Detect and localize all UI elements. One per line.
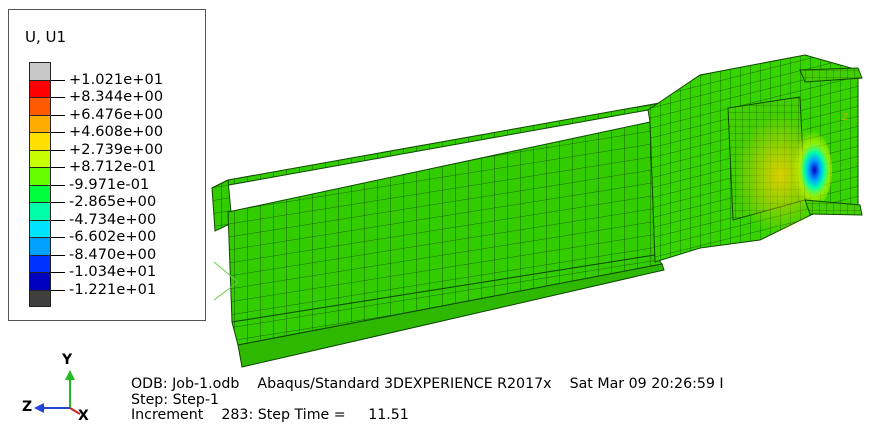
bottom-flange-lip — [237, 263, 665, 368]
legend-value-label: -2.865e+00 — [69, 194, 157, 210]
displacement-hotspot — [788, 130, 832, 210]
legend-tick — [51, 167, 65, 168]
odb-name: ODB: Job-1.odb — [131, 376, 240, 392]
legend-tick — [51, 219, 65, 221]
legend-tick — [51, 114, 65, 116]
legend-value-label: +2.739e+00 — [69, 141, 164, 158]
legend-swatch — [29, 167, 51, 185]
legend-tick — [51, 184, 65, 186]
contour-legend: U, U1 +1.021e+01+8.344e+00+6.476e+00+4.6… — [8, 9, 206, 321]
step-name: Step: Step-1 — [131, 391, 220, 408]
legend-title: U, U1 — [25, 28, 67, 46]
legend-swatch — [29, 132, 51, 150]
legend-tick — [51, 289, 65, 291]
end-plate-bottom — [804, 199, 863, 216]
legend-tick — [51, 202, 65, 203]
triad-x-label: X — [78, 408, 89, 424]
triad-arrows-icon — [34, 370, 81, 415]
legend-swatch — [29, 149, 51, 167]
legend-swatch — [29, 62, 51, 80]
legend-value-label: +8.712e-01 — [69, 159, 157, 175]
legend-value-label: +4.608e+00 — [69, 124, 164, 140]
legend-value-label: -4.734e+00 — [69, 211, 157, 228]
solver-version: Abaqus/Standard 3DEXPERIENCE R2017x — [257, 376, 552, 392]
legend-swatch — [29, 202, 51, 220]
legend-value-label: -1.034e+01 — [69, 264, 157, 280]
legend-swatch — [29, 97, 51, 115]
legend-value-label: +8.344e+00 — [69, 89, 164, 105]
legend-swatch — [29, 254, 51, 272]
legend-swatch — [29, 114, 51, 132]
legend-tick — [51, 272, 65, 273]
run-date: Sat Mar 09 20:26:59 I — [569, 376, 724, 392]
legend-value-label: -1.221e+01 — [69, 281, 157, 298]
legend-value-label: -6.602e+00 — [69, 229, 157, 245]
end-plate-top — [799, 67, 863, 83]
legend-tick — [51, 79, 65, 81]
triad-y-label: Y — [62, 352, 73, 368]
legend-tick — [51, 237, 65, 238]
legend-value-label: -8.470e+00 — [69, 246, 157, 263]
triad-z-label: Z — [22, 399, 33, 415]
legend-swatch — [29, 237, 51, 255]
legend-value-label: +1.021e+01 — [69, 71, 164, 88]
legend-swatch — [29, 272, 51, 290]
odb-info-block: ODB: Job-1.odb Abaqus/Standard 3DEXPERIE… — [131, 376, 724, 424]
legend-value-label: +6.476e+00 — [69, 106, 164, 123]
legend-tick — [51, 132, 65, 133]
legend-tick — [51, 149, 65, 151]
z-axis-marker: Z — [842, 113, 848, 123]
legend-swatch — [29, 219, 51, 237]
legend-swatch — [29, 289, 51, 307]
legend-tick — [51, 254, 65, 256]
orientation-triad: Y Z X — [20, 350, 100, 430]
legend-swatch — [29, 184, 51, 202]
legend-tick — [51, 97, 65, 98]
increment-info: Increment 283: Step Time = 11.51 — [131, 407, 409, 423]
legend-swatch — [29, 79, 51, 97]
legend-value-label: -9.971e-01 — [69, 176, 150, 193]
